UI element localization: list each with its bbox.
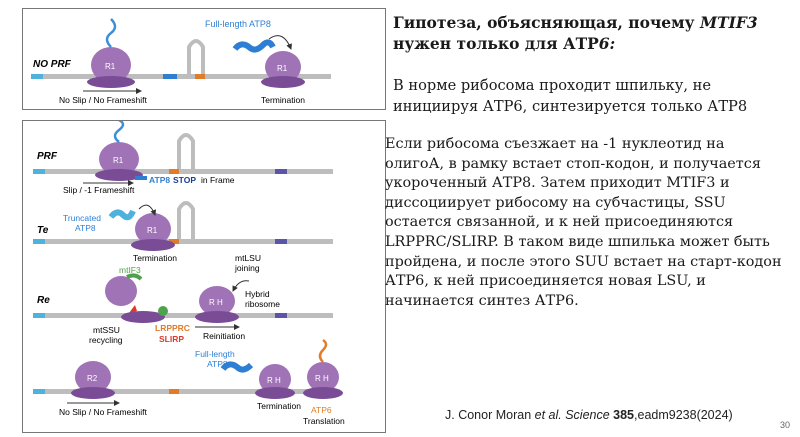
svg-text:in Frame: in Frame [201, 175, 235, 185]
svg-text:Termination: Termination [133, 253, 177, 263]
svg-text:Translation: Translation [303, 416, 345, 426]
svg-text:mtSSU: mtSSU [93, 325, 120, 335]
svg-text:Hybrid: Hybrid [245, 289, 270, 299]
row-label: NO PRF [33, 59, 72, 70]
frameshift-site [163, 74, 177, 79]
svg-text:ATP6: ATP6 [311, 405, 332, 415]
full-length-atp8-label: Full-length ATP8 [205, 19, 271, 29]
svg-text:mtIF3: mtIF3 [119, 265, 141, 275]
svg-text:LRPPRC: LRPPRC [155, 323, 190, 333]
svg-text:R H: R H [315, 374, 329, 383]
svg-text:No Slip / No Frameshift: No Slip / No Frameshift [59, 407, 147, 417]
svg-text:mtLSU: mtLSU [235, 253, 261, 263]
page-number: 30 [779, 420, 790, 430]
atp8-protein [232, 39, 276, 53]
citation: J. Conor Moran et al. Science 385,eadm92… [445, 408, 733, 422]
svg-text:joining: joining [234, 263, 260, 273]
svg-text:Reinitiation: Reinitiation [203, 331, 245, 341]
ribosome-left: R1 [87, 18, 135, 88]
svg-text:R2: R2 [87, 374, 98, 383]
row-prf: PRF R1 Slip / -1 Frameshift ATP8 STOP in… [33, 118, 333, 195]
svg-text:R1: R1 [113, 156, 124, 165]
prf-diagram-panel: PRF R1 Slip / -1 Frameshift ATP8 STOP in… [22, 118, 386, 433]
stop-site [195, 74, 205, 79]
paragraph-normal-case: В норме рибосома проходит шпильку, не ин… [393, 77, 748, 115]
prf-diagram: PRF R1 Slip / -1 Frameshift ATP8 STOP in… [33, 118, 345, 426]
no-prf-diagram: NO PRF R1 R1 Full-length ATP8 No Slip / … [31, 18, 331, 105]
svg-text:R1: R1 [147, 226, 158, 235]
svg-text:Re: Re [37, 295, 50, 306]
svg-text:R1: R1 [277, 64, 288, 73]
row-translation: R2 No Slip / No Frameshift Full-length A… [33, 338, 345, 426]
slide-heading: Гипотеза, объясняющая, почему MTIF3 нуже… [393, 13, 758, 53]
svg-text:Slip / -1 Frameshift: Slip / -1 Frameshift [63, 185, 135, 195]
svg-text:Termination: Termination [257, 401, 301, 411]
svg-text:SLIRP: SLIRP [159, 334, 184, 344]
svg-text:ATP8: ATP8 [75, 223, 96, 233]
svg-text:STOP: STOP [173, 175, 196, 185]
row-te: Te R1 Truncated ATP8 Termination [33, 201, 333, 263]
svg-text:ATP8: ATP8 [207, 359, 228, 369]
caption-left: No Slip / No Frameshift [59, 95, 147, 105]
svg-text:R1: R1 [105, 62, 116, 71]
no-prf-diagram-panel: NO PRF R1 R1 Full-length ATP8 No Slip / … [22, 8, 386, 110]
paragraph-prf-case: Если рибосома съезжает на -1 нуклеотид н… [385, 136, 782, 309]
svg-text:R H: R H [267, 376, 281, 385]
svg-text:ribosome: ribosome [245, 299, 280, 309]
svg-text:recycling: recycling [89, 335, 123, 345]
svg-text:Truncated: Truncated [63, 213, 101, 223]
svg-text:ATP8: ATP8 [149, 175, 170, 185]
caption-right: Termination [261, 95, 305, 105]
svg-text:Full-length: Full-length [195, 349, 235, 359]
ribosome-right: R1 [261, 51, 305, 88]
svg-text:R H: R H [209, 298, 223, 307]
svg-text:PRF: PRF [37, 151, 58, 162]
mrna-strand [31, 74, 331, 79]
mrna-start [31, 74, 43, 79]
svg-text:Te: Te [37, 225, 49, 236]
row-re: Re mtIF3 R H mtLSU joining Hybrid riboso… [33, 253, 333, 345]
release-arrow [268, 35, 292, 50]
hairpin [187, 39, 205, 74]
